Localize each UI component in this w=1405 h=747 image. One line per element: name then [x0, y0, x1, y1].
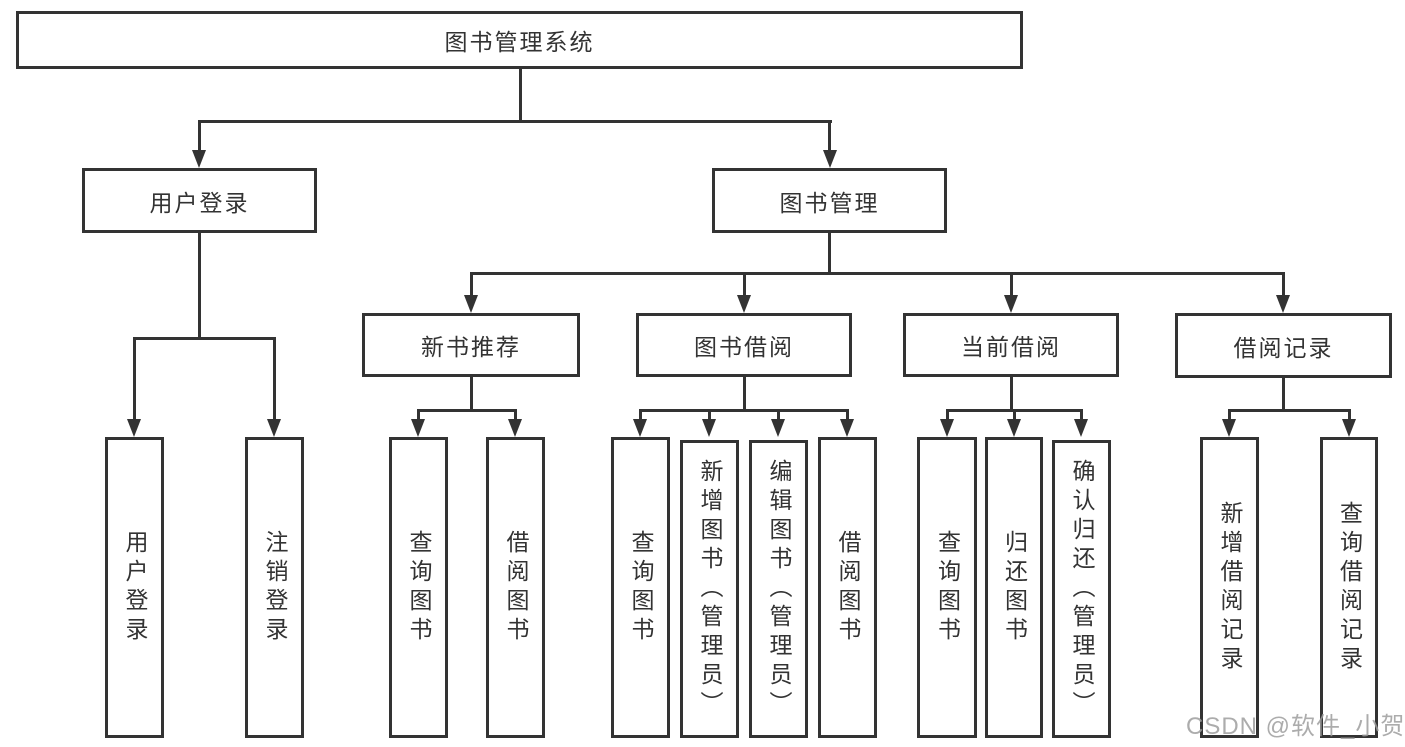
arrow-down-icon: [940, 419, 954, 437]
connector-line: [639, 409, 849, 412]
node-new-book-recommendation: 新书推荐: [362, 313, 580, 377]
node-label: 图书管理: [779, 189, 880, 216]
leaf-confirm-return-admin: 确认归还（管理员）: [1052, 440, 1111, 738]
connector-line: [828, 233, 831, 275]
node-label: 图书管理系统: [444, 29, 595, 55]
arrow-down-icon: [633, 419, 647, 437]
leaf-borrow-books-recommend: 借阅图书: [486, 437, 545, 738]
connector-line: [273, 337, 276, 421]
node-user-login: 用户登录: [82, 168, 317, 233]
leaf-return-books: 归还图书: [985, 437, 1043, 738]
connector-line: [470, 272, 1285, 275]
node-book-management-system: 图书管理系统: [16, 11, 1023, 69]
leaf-label: 查询借阅记录: [1336, 500, 1363, 675]
leaf-edit-books-admin: 编辑图书（管理员）: [749, 440, 808, 738]
connector-line: [1010, 377, 1013, 410]
connector-line: [198, 120, 832, 123]
arrow-down-icon: [1342, 419, 1356, 437]
node-borrowing-records: 借阅记录: [1175, 313, 1392, 378]
arrow-down-icon: [267, 419, 281, 437]
arrow-down-icon: [464, 295, 478, 313]
leaf-label: 查询图书: [934, 529, 961, 646]
arrow-down-icon: [702, 419, 716, 437]
leaf-label: 借阅图书: [503, 529, 529, 646]
connector-line: [514, 409, 517, 421]
leaf-label: 新增图书（管理员）: [697, 458, 723, 720]
leaf-label: 注销登录: [262, 529, 288, 646]
leaf-query-books-recommend: 查询图书: [389, 437, 448, 738]
connector-line: [639, 409, 642, 421]
connector-line: [1282, 272, 1285, 297]
connector-line: [708, 409, 711, 421]
connector-line: [777, 409, 780, 421]
connector-line: [828, 120, 831, 152]
connector-line: [133, 337, 136, 421]
node-label: 新书推荐: [421, 334, 521, 360]
arrow-down-icon: [823, 150, 837, 168]
connector-line: [946, 409, 949, 421]
arrow-down-icon: [1007, 419, 1021, 437]
leaf-label: 借阅图书: [835, 529, 861, 646]
arrow-down-icon: [840, 419, 854, 437]
leaf-query-borrow-record: 查询借阅记录: [1320, 437, 1378, 738]
arrow-down-icon: [192, 150, 206, 168]
leaf-label: 编辑图书（管理员）: [766, 458, 792, 720]
arrow-down-icon: [1004, 295, 1018, 313]
connector-line: [846, 409, 849, 421]
node-label: 当前借阅: [961, 334, 1061, 360]
leaf-user-login: 用户登录: [105, 437, 164, 738]
arrow-down-icon: [1276, 295, 1290, 313]
leaf-label: 归还图书: [1001, 529, 1028, 646]
connector-line: [470, 272, 473, 297]
arrow-down-icon: [771, 419, 785, 437]
leaf-query-books-current: 查询图书: [917, 437, 977, 738]
connector-line: [417, 409, 517, 412]
connector-line: [470, 377, 473, 410]
leaf-query-books-borrowing: 查询图书: [611, 437, 670, 738]
node-current-borrowing: 当前借阅: [903, 313, 1119, 377]
leaf-label: 新增借阅记录: [1217, 500, 1243, 675]
connector-line: [198, 120, 201, 152]
arrow-down-icon: [1222, 419, 1236, 437]
leaf-logout: 注销登录: [245, 437, 304, 738]
connector-line: [519, 69, 522, 120]
leaf-borrow-books: 借阅图书: [818, 437, 877, 738]
node-book-borrowing: 图书借阅: [636, 313, 852, 377]
leaf-label: 查询图书: [406, 529, 432, 646]
leaf-add-borrow-record: 新增借阅记录: [1200, 437, 1259, 738]
arrow-down-icon: [1074, 419, 1088, 437]
connector-line: [133, 337, 276, 340]
connector-line: [1010, 272, 1013, 297]
arrow-down-icon: [508, 419, 522, 437]
node-label: 借阅记录: [1233, 334, 1334, 361]
leaf-label: 确认归还（管理员）: [1069, 458, 1095, 720]
node-label: 用户登录: [149, 189, 250, 216]
arrow-down-icon: [127, 419, 141, 437]
connector-line: [198, 233, 201, 337]
node-book-management: 图书管理: [712, 168, 947, 233]
node-label: 图书借阅: [694, 334, 794, 360]
connector-line: [1080, 409, 1083, 421]
leaf-label: 查询图书: [628, 529, 654, 646]
csdn-watermark: CSDN @软件_小贺同学: [1186, 713, 1405, 740]
connector-line: [1348, 409, 1351, 421]
connector-line: [1228, 409, 1231, 421]
leaf-add-books-admin: 新增图书（管理员）: [680, 440, 739, 738]
connector-line: [417, 409, 420, 421]
leaf-label: 用户登录: [122, 529, 148, 646]
arrow-down-icon: [737, 295, 751, 313]
arrow-down-icon: [411, 419, 425, 437]
connector-line: [743, 377, 746, 410]
connector-line: [1282, 378, 1285, 410]
connector-line: [743, 272, 746, 297]
connector-line: [1013, 409, 1016, 421]
connector-line: [1228, 409, 1351, 412]
